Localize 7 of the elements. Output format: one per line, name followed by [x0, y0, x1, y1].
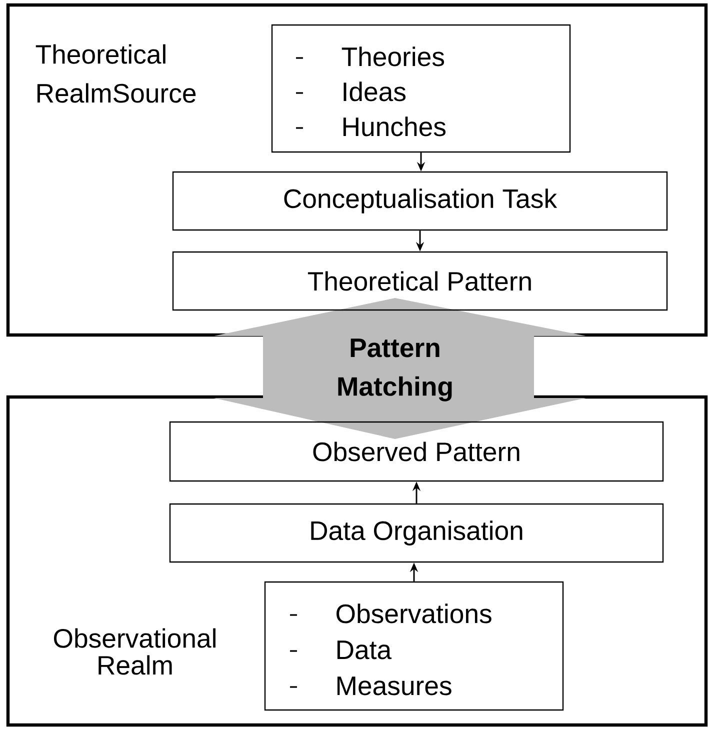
- process-box: Observed Pattern: [169, 421, 664, 482]
- process-box: Theoretical Pattern: [172, 251, 668, 311]
- list-box: Theories Ideas Hunches: [271, 24, 571, 153]
- list-box: Observations Data Measures: [264, 581, 564, 711]
- process-box: Data Organisation: [169, 503, 664, 563]
- pattern-matching-hexagon: Pattern Matching: [214, 298, 586, 439]
- process-box: Conceptualisation Task: [172, 171, 668, 231]
